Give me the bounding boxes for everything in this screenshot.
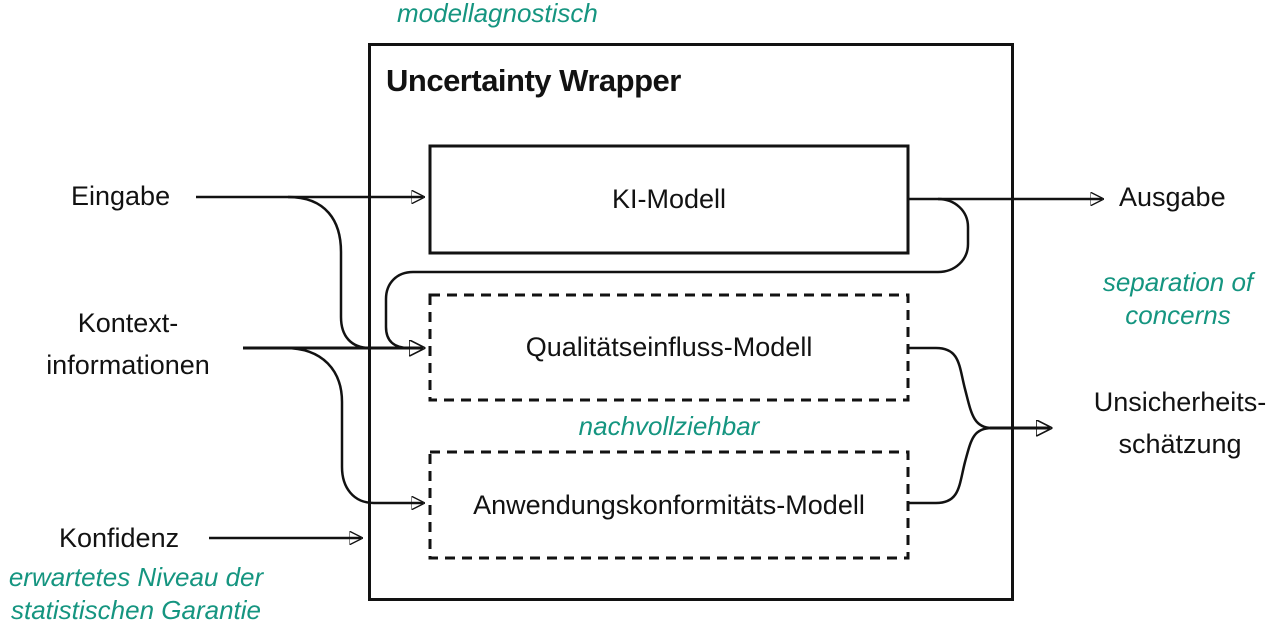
conformity-output-wire — [908, 426, 993, 505]
application-conformity-model-box — [428, 450, 910, 560]
quality-impact-model-label: Qualitätseinfluss-Modell — [525, 332, 813, 362]
input-label-konfidenz: Konfidenz — [59, 523, 180, 553]
annotation-traceable: nachvollziehbar — [578, 411, 760, 441]
annotation-separation-line1: separation of — [1102, 267, 1254, 297]
input-label-kontextinformationen: Kontext- informationen — [18, 302, 238, 386]
unsicherheit-line1: Unsicherheits- — [1093, 387, 1267, 417]
output-label-ausgabe: Ausgabe — [1119, 182, 1226, 212]
annotation-guarantee-line1: erwartetes Niveau der — [8, 562, 264, 592]
ki-feedback-wire — [384, 197, 970, 350]
wrapper-title: Uncertainty Wrapper — [386, 63, 681, 98]
annotation-expected-guarantee: erwartetes Niveau der statistischen Gara… — [0, 561, 272, 625]
ki-model-label: KI-Modell — [611, 184, 727, 214]
wrapper-box — [368, 43, 1014, 601]
unsicherheit-line2: schätzung — [1118, 429, 1242, 459]
kontext-line1: Kontext- — [77, 308, 179, 338]
annotation-separation-line2: concerns — [1125, 300, 1231, 330]
application-conformity-model-label: Anwendungskonformitäts-Modell — [473, 489, 865, 520]
kontext-line2: informationen — [46, 350, 210, 380]
eingabe-branch-wire — [287, 195, 371, 350]
quality-output-wire — [908, 346, 993, 430]
annotation-guarantee-line2: statistischen Garantie — [10, 595, 261, 625]
annotation-separation-of-concerns: separation of concerns — [1088, 266, 1268, 332]
input-label-eingabe: Eingabe — [71, 181, 171, 211]
annotation-model-agnostic: modellagnostisch — [397, 0, 598, 28]
kontext-branch-to-conformity-arrow — [284, 346, 423, 503]
output-label-unsicherheitsschaetzung: Unsicherheits- schätzung — [1078, 381, 1280, 465]
